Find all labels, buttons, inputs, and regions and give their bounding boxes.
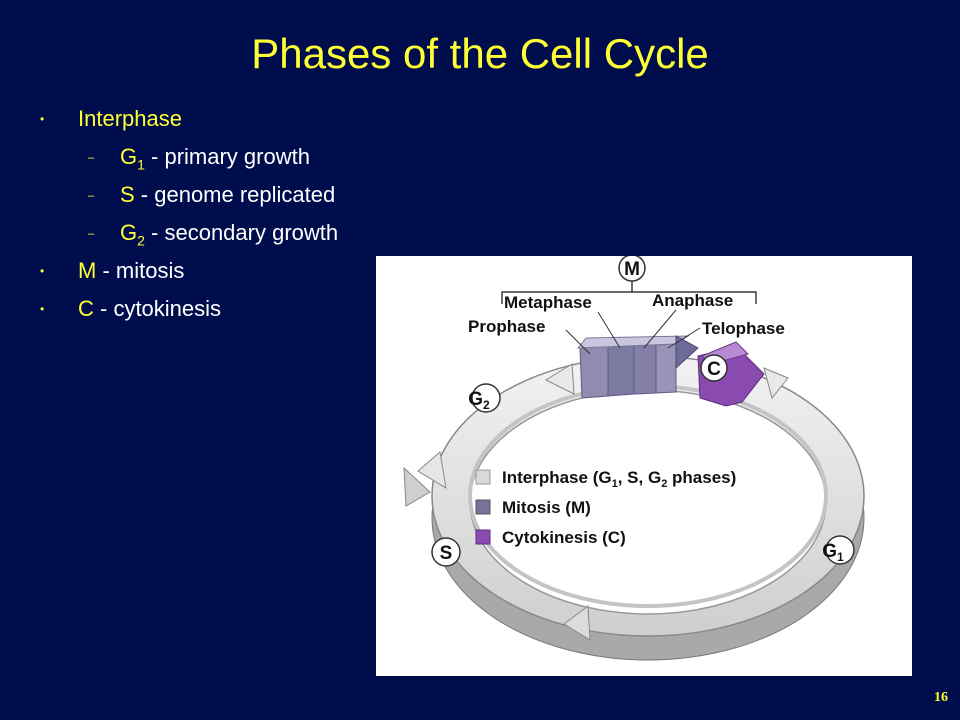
s-circle [431, 537, 461, 567]
bullet-dot-icon: • [40, 302, 45, 316]
legend-swatch-mitosis [475, 499, 491, 515]
m-label: M [624, 259, 640, 280]
g2-subscript: 2 [137, 232, 145, 249]
ring-arrow-left-lower [403, 466, 431, 507]
m-description: - mitosis [96, 258, 185, 283]
slide-title: Phases of the Cell Cycle [251, 30, 709, 77]
subbullet-text: S - genome replicated [120, 176, 335, 214]
g2-circle [471, 383, 501, 413]
dash-icon: – [88, 152, 95, 164]
mitosis-arrowhead [675, 335, 699, 370]
g1-label: G1 [822, 541, 844, 564]
anaphase-segment [633, 344, 657, 395]
subbullet-text: G2 - secondary growth [120, 214, 338, 252]
metaphase-segment [607, 344, 635, 397]
g1-letter: G [120, 144, 138, 169]
ring-arrow-top-left [544, 363, 575, 395]
legend-cytokinesis: Cytokinesis (C) [502, 528, 626, 547]
anaphase-label: Anaphase [652, 291, 733, 310]
metaphase-leader [597, 311, 621, 349]
s-letter: S [120, 182, 135, 207]
g1-subscript: 1 [137, 156, 145, 173]
c-letter: C [78, 296, 94, 321]
dash-icon: – [88, 228, 95, 240]
c-label: C [707, 359, 721, 380]
prophase-leader [565, 329, 591, 355]
m-letter: M [78, 258, 97, 283]
cell-cycle-diagram: M Metaphase Anaphase Prophase Telophase … [376, 256, 912, 676]
telophase-segment [655, 343, 677, 394]
prophase-label: Prophase [468, 317, 545, 336]
ring-arrow-bottom [563, 605, 591, 641]
g2-description: - secondary growth [144, 220, 339, 245]
ring-arrow-left [417, 451, 447, 489]
bullet-dot-icon: • [40, 264, 45, 278]
legend-swatch-cytokinesis [475, 529, 491, 545]
metaphase-label: Metaphase [504, 293, 592, 312]
bullet-text: C - cytokinesis [78, 290, 221, 328]
legend-mitosis: Mitosis (M) [502, 498, 591, 517]
bullet-text: M - mitosis [78, 252, 184, 290]
c-description: - cytokinesis [93, 296, 222, 321]
c-circle [700, 354, 728, 382]
dash-icon: – [88, 190, 95, 202]
page-number: 16 [934, 690, 948, 705]
s-description: - genome replicated [134, 182, 336, 207]
ring-arrow-right [763, 367, 789, 400]
bullet-dot-icon: • [40, 112, 45, 126]
g2-letter: G [120, 220, 138, 245]
g2-label: G2 [468, 389, 490, 412]
m-circle [618, 256, 646, 282]
g1-description: - primary growth [144, 144, 310, 169]
g1-circle [825, 535, 855, 565]
bullet-text: Interphase [78, 106, 182, 131]
telophase-leader [667, 327, 701, 349]
s-label: S [440, 543, 453, 564]
legend-interphase: Interphase (G1, S, G2 phases) [502, 468, 736, 490]
legend: Interphase (G1, S, G2 phases) Mitosis (M… [475, 468, 736, 547]
m-bracket [501, 291, 757, 304]
telophase-label: Telophase [702, 319, 785, 338]
legend-swatch-interphase [475, 469, 491, 485]
prophase-segment [579, 345, 609, 399]
anaphase-leader [643, 309, 677, 349]
subbullet-text: G1 - primary growth [120, 138, 310, 176]
